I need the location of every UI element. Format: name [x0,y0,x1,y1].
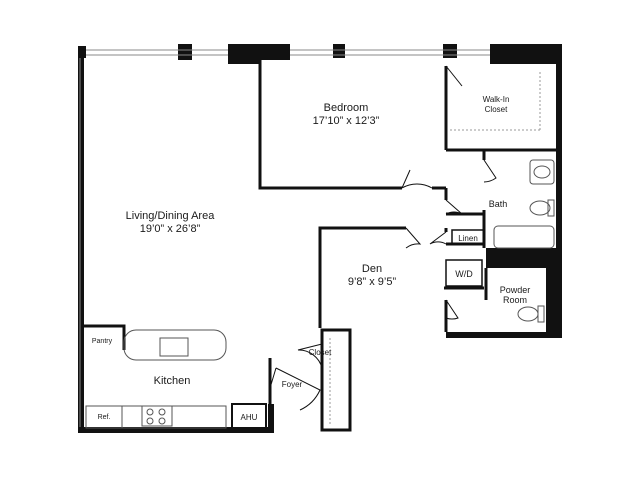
kitchen-name: Kitchen [154,375,191,387]
exterior-walls [78,44,562,433]
kitchen-fixtures [85,329,227,429]
walkin-line1: Walk-In [483,95,510,104]
linen-box [451,229,485,245]
linen-name: Linen [458,234,478,243]
powder-line1: Powder [500,285,531,295]
windows [79,49,490,427]
ref-name: Ref. [98,414,111,421]
living-name: Living/Dining Area [126,210,216,222]
bedroom-name: Bedroom [324,102,369,114]
wd-name: W/D [455,269,473,279]
dotted-lines [329,72,541,426]
wd-box [445,259,483,287]
den-size: 9’8” x 9’5” [348,276,397,288]
powder-line2: Room [503,295,527,305]
walkin-line2: Closet [485,105,508,114]
bath-name: Bath [489,199,508,209]
doors [269,65,497,411]
closet-name: Closet [309,348,332,357]
ahu-box [231,403,267,431]
den-name: Den [362,263,382,275]
bedroom-size: 17’10” x 12’3” [313,115,380,127]
living-size: 19’0” x 26’8” [140,223,201,235]
bath-fixtures [493,159,555,323]
foyer-name: Foyer [282,380,303,389]
pantry-name: Pantry [92,338,113,345]
ahu-name: AHU [241,413,258,422]
